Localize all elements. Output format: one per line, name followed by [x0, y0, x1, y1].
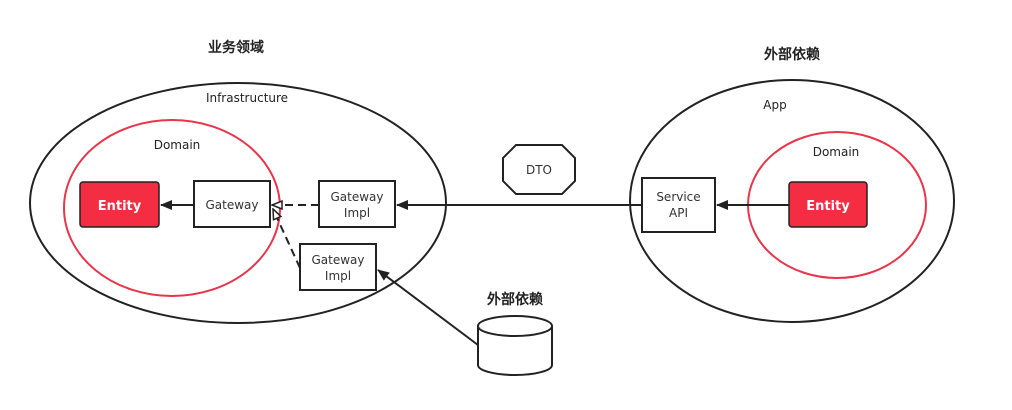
dto-node[interactable]: DTO [502, 144, 576, 195]
svg-text:Service: Service [656, 190, 700, 204]
gateway-node[interactable]: Gateway [193, 180, 271, 228]
gateway-impl-node-1[interactable]: Gateway Impl [318, 180, 396, 228]
entity-node-left[interactable]: Entity [79, 181, 160, 228]
gateway-impl-node-2[interactable]: Gateway Impl [299, 243, 377, 291]
service-api-node[interactable]: Service API [641, 177, 716, 233]
database-label: 外部依赖 [487, 291, 543, 308]
domain-label-left: Domain [154, 138, 201, 152]
svg-text:Gateway: Gateway [330, 190, 383, 204]
right-group-title: 外部依赖 [764, 46, 820, 63]
infrastructure-label: Infrastructure [206, 91, 288, 105]
app-ellipse [629, 79, 955, 323]
entity-node-right[interactable]: Entity [788, 181, 868, 228]
svg-text:Entity: Entity [98, 199, 142, 214]
infrastructure-ellipse [29, 82, 447, 324]
left-group-title: 业务领域 [208, 39, 264, 56]
svg-text:Entity: Entity [806, 199, 850, 214]
svg-text:Impl: Impl [325, 269, 351, 283]
database-node[interactable] [477, 315, 553, 376]
svg-text:Gateway: Gateway [311, 253, 364, 267]
svg-text:Gateway: Gateway [205, 198, 258, 212]
svg-text:Impl: Impl [344, 206, 370, 220]
svg-text:API: API [669, 206, 688, 220]
app-label: App [763, 98, 786, 112]
edge-impl2-to-gateway [272, 209, 301, 269]
edge-database-to-impl2 [377, 269, 479, 346]
svg-text:DTO: DTO [526, 163, 552, 177]
domain-label-right: Domain [813, 145, 860, 159]
